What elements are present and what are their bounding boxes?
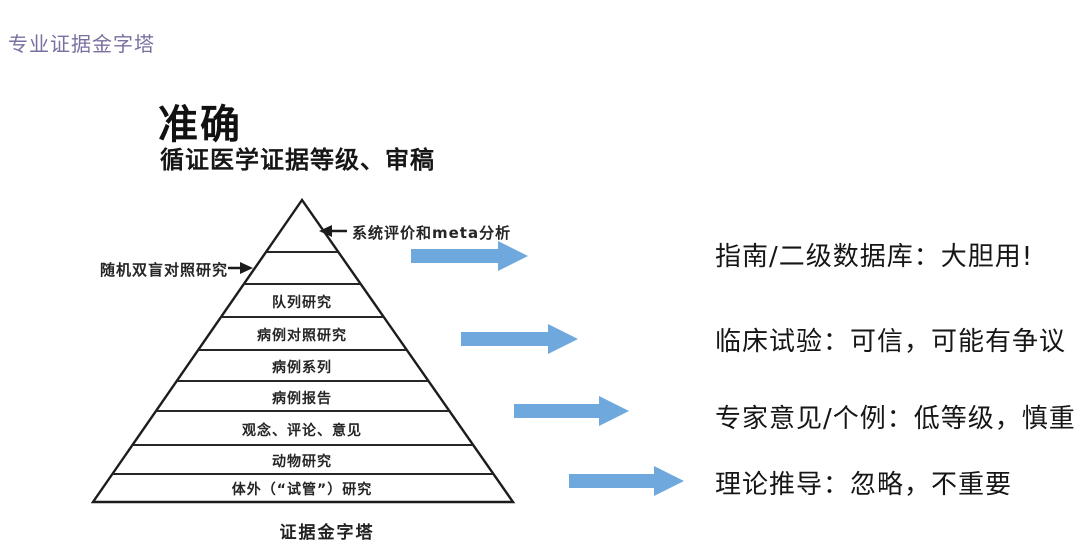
pyramid-level-label: 队列研究 [272, 295, 332, 311]
page-title: 准确 [158, 102, 242, 148]
page-subtitle: 循证医学证据等级、审稿 [160, 146, 435, 174]
pyramid-level-label: 体外（“试管”）研究 [231, 482, 373, 498]
pyramid-level-label: 动物研究 [272, 454, 332, 470]
page-header: 专业证据金字塔 [8, 32, 155, 56]
pyramid-level-label: 病例报告 [272, 391, 332, 407]
annotation-clinical-trial: 临床试验：可信，可能有争议 [715, 327, 1067, 357]
pyramid-top-label: 系统评价和meta分析 [352, 224, 512, 242]
pyramid-left-label: 随机双盲对照研究 [100, 261, 229, 279]
flow-arrow-icon [461, 324, 578, 354]
top-label-pointer-icon [319, 225, 347, 237]
pyramid-level-label: 观念、评论、意见 [242, 423, 362, 439]
flow-arrow-icon [569, 466, 684, 496]
pyramid-level-label: 病例对照研究 [257, 328, 347, 344]
pyramid-level-label: 病例系列 [272, 360, 332, 376]
pyramid-caption: 证据金字塔 [279, 523, 375, 543]
annotation-guideline: 指南/二级数据库：大胆用! [715, 242, 1034, 272]
annotation-expert-opinion: 专家意见/个例：低等级，慎重 [715, 404, 1076, 434]
flow-arrow-icon [514, 396, 629, 426]
flow-arrow-icon [411, 241, 528, 271]
annotation-theory: 理论推导：忽略，不重要 [715, 470, 1013, 500]
left-label-pointer-icon [228, 262, 253, 274]
